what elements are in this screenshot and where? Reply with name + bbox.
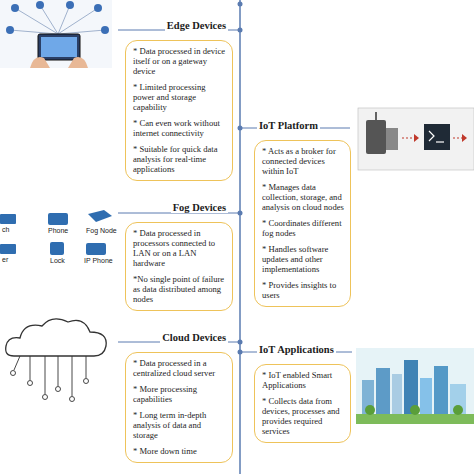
info-box: Cloud Devices* Data processed in a centr…: [125, 352, 233, 463]
info-box: IoT Applications* IoT enabled Smart Appl…: [254, 364, 351, 443]
info-box: Fog Devices* Data processed in processor…: [125, 222, 233, 311]
bullet-text: * Suitable for quick data analysis for r…: [133, 144, 226, 174]
timeline-dots: [238, 2, 243, 355]
bullet-text: * Collects data from devices, processes …: [262, 396, 344, 436]
device-label: Fog Node: [86, 227, 117, 234]
device-label: er: [2, 256, 8, 263]
info-box: Edge Devices* Data processed in device i…: [125, 40, 233, 181]
box-heading: Cloud Devices: [160, 332, 228, 343]
edge-illustration: [0, 0, 112, 68]
timeline-line: [239, 0, 241, 474]
box-heading: IoT Platform: [257, 120, 320, 131]
bullet-text: * Data processed in a centralized cloud …: [133, 358, 226, 378]
bullet-text: *No single point of failure as data dist…: [133, 274, 226, 304]
bullet-text: * Handles software updates and other imp…: [262, 244, 344, 274]
box-heading: Edge Devices: [165, 20, 228, 31]
info-box: IoT Platform* Acts as a broker for conne…: [254, 140, 351, 307]
platform-illustration: [358, 108, 474, 170]
bullet-text: * Data processed in processors connected…: [133, 228, 226, 268]
bullet-text: * IoT enabled Smart Applications: [262, 370, 344, 390]
device-label: ch: [2, 226, 9, 233]
bullet-text: * Limited processing power and storage c…: [133, 82, 226, 112]
bullet-text: * Data processed in device itself or on …: [133, 46, 226, 76]
bullet-text: * Manages data collection, storage, and …: [262, 182, 344, 212]
cloud-illustration: [6, 319, 107, 402]
branch-lines: [118, 30, 352, 352]
bullet-text: * Acts as a broker for connected devices…: [262, 146, 344, 176]
bullet-text: * More down time: [133, 446, 226, 456]
device-label: Phone: [48, 227, 68, 234]
bullet-text: * Coordinates different fog nodes: [262, 218, 344, 238]
box-heading: Fog Devices: [171, 202, 228, 213]
bullet-text: * More processing capabilities: [133, 384, 226, 404]
bullet-text: * Can even work without internet connect…: [133, 118, 226, 138]
box-heading: IoT Applications: [257, 344, 336, 355]
bullet-text: * Long term in-depth analysis of data an…: [133, 410, 226, 440]
city-illustration: [356, 348, 474, 424]
bullet-text: * Provides insights to users: [262, 280, 344, 300]
device-label: Lock: [50, 257, 65, 264]
device-label: IP Phone: [84, 257, 113, 264]
